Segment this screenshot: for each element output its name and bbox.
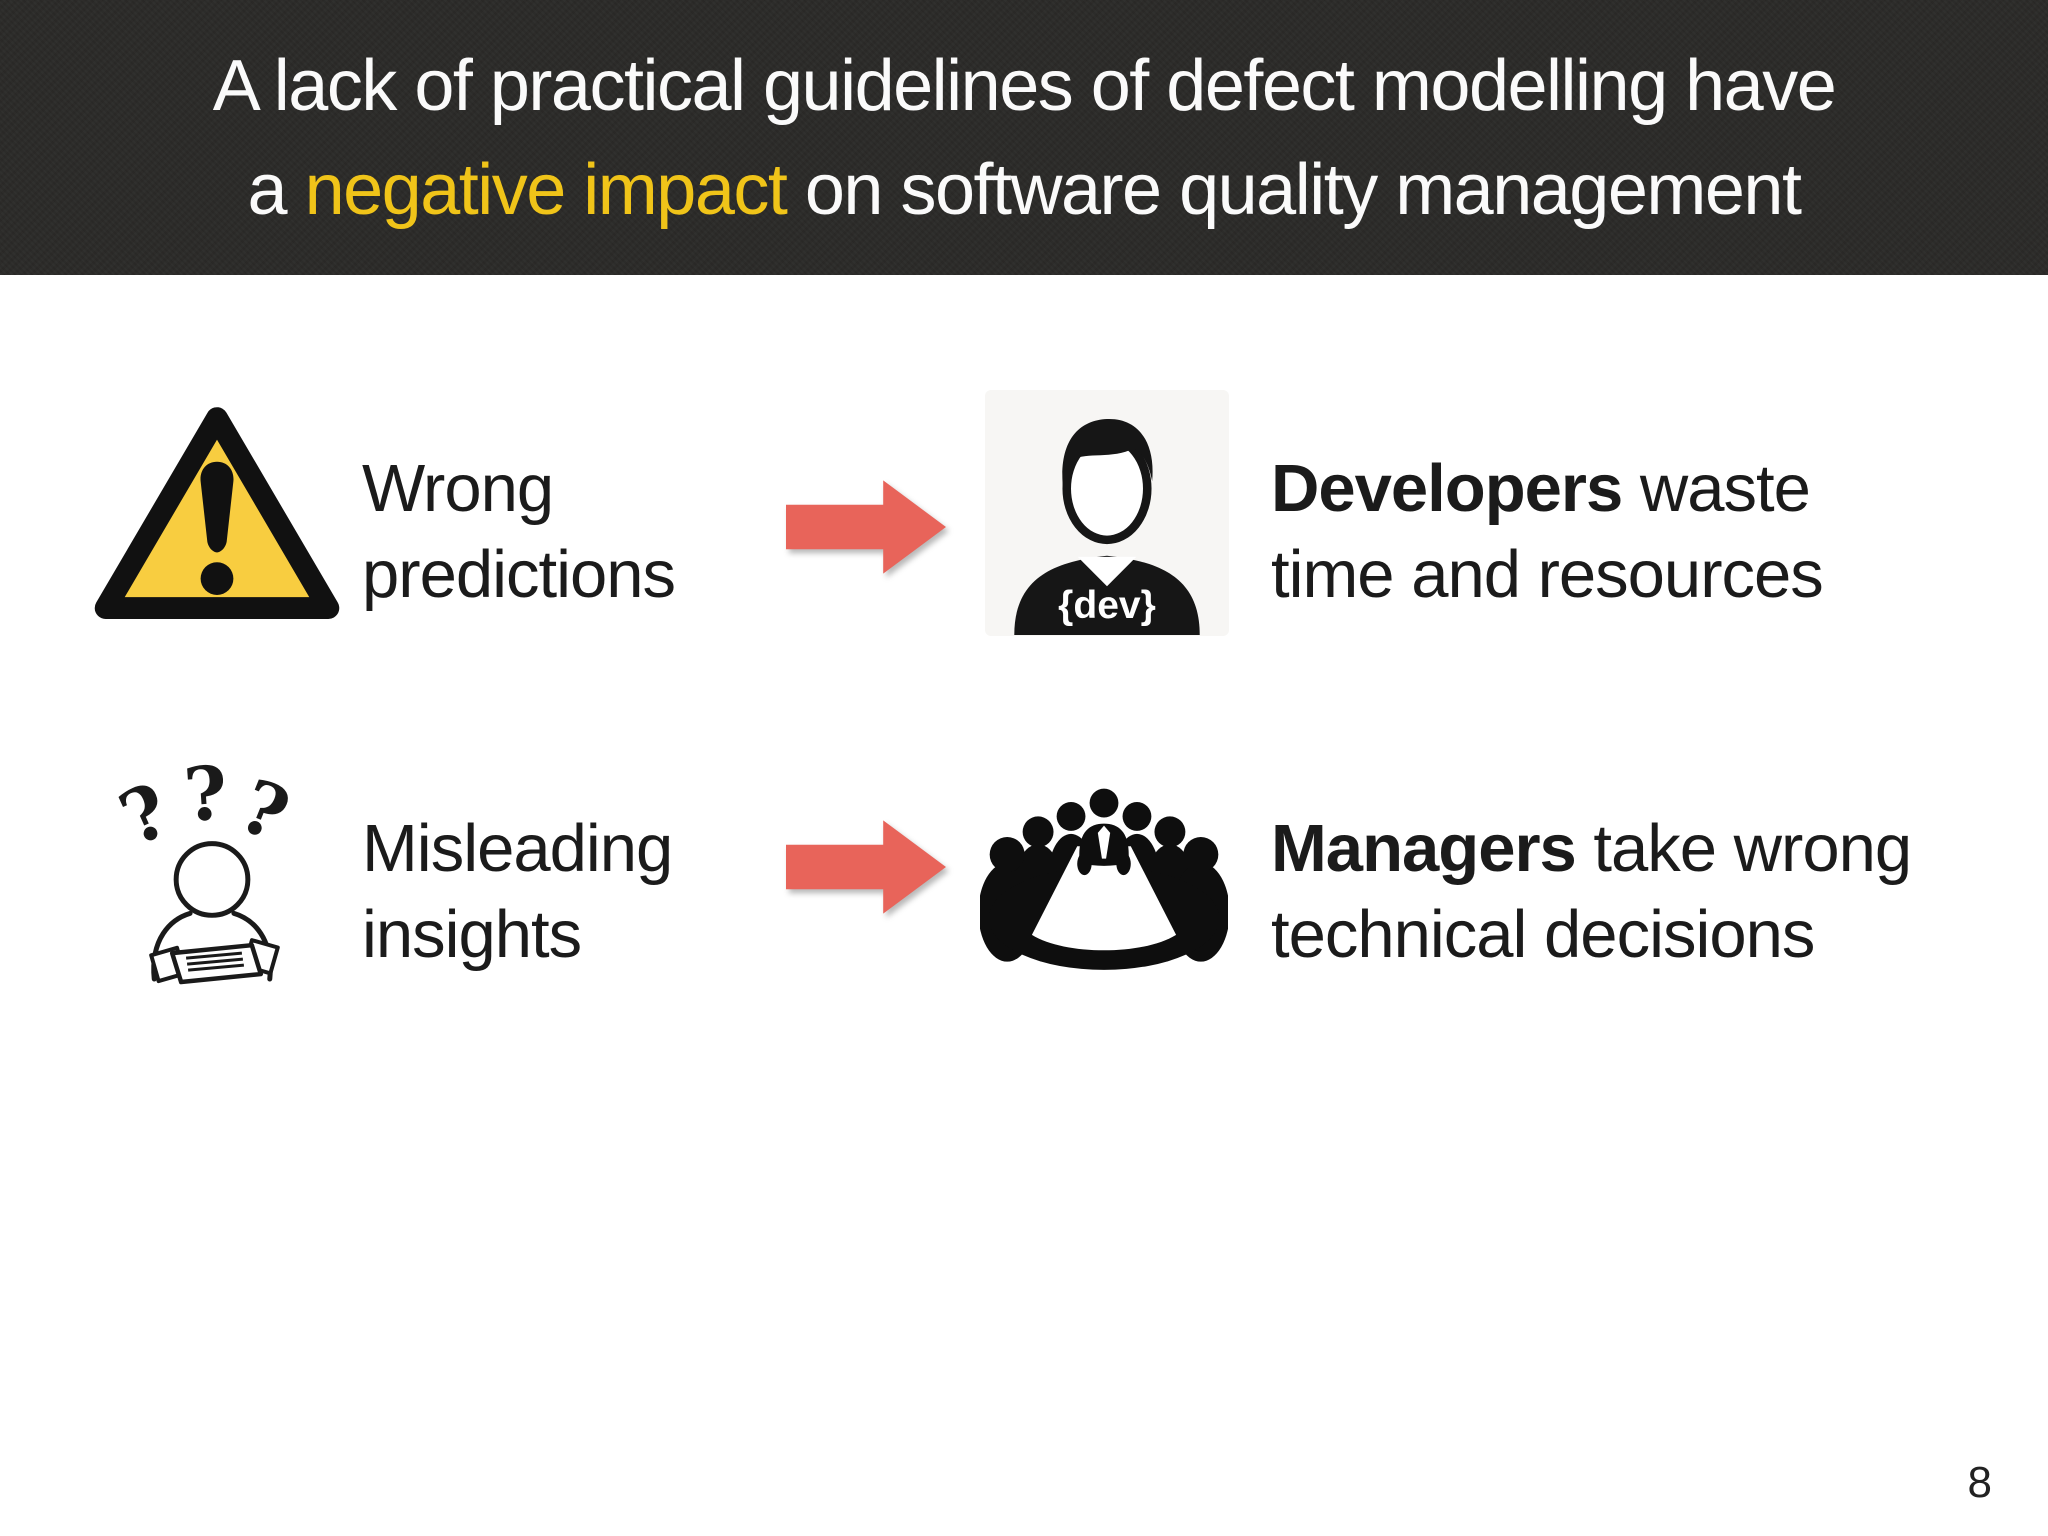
title-line-1: A lack of practical guidelines of defect… — [212, 46, 1837, 126]
effect-line-1-rest: take wrong — [1575, 811, 1912, 886]
cause-line-2: predictions — [362, 537, 676, 612]
developer-icon: {dev} — [985, 390, 1229, 636]
effect-line-1: Developers waste — [1271, 446, 1823, 532]
question-mark-icon: ? — [228, 763, 300, 859]
cause-line-1: Wrong — [362, 451, 554, 526]
arrow-right-icon — [786, 480, 946, 574]
cause-text-misleading-insights: Misleading insights — [362, 806, 673, 978]
effect-line-2: time and resources — [1271, 537, 1824, 612]
page-number: 8 — [1967, 1458, 1992, 1507]
effect-line-1: Managers take wrong — [1271, 806, 1912, 892]
warning-triangle-icon — [94, 407, 340, 619]
cause-line-1: Misleading — [362, 811, 673, 886]
cause-text-wrong-predictions: Wrong predictions — [362, 446, 676, 618]
effect-text-managers: Managers take wrong technical decisions — [1271, 806, 1912, 978]
arrow-right-icon — [786, 820, 946, 914]
cause-line-2: insights — [362, 897, 582, 972]
effect-bold: Managers — [1271, 811, 1577, 886]
title-line-2-pre: a — [247, 150, 305, 230]
title-line-2: a negative impact on software quality ma… — [0, 138, 2048, 242]
managers-meeting-icon — [980, 788, 1228, 970]
title-highlight: negative impact — [304, 150, 788, 230]
developer-icon-graphic: {dev} — [1014, 419, 1200, 635]
effect-text-developers: Developers waste time and resources — [1271, 446, 1824, 618]
effect-line-1-rest: waste — [1622, 451, 1811, 526]
confused-person-icon: ? ? ? — [108, 750, 300, 985]
question-mark-icon: ? — [108, 767, 182, 863]
question-mark-icon: ? — [181, 750, 230, 839]
title-line-2-post: on software quality management — [786, 150, 1802, 230]
dev-shirt-label: {dev} — [1058, 584, 1156, 627]
title-band: A lack of practical guidelines of defect… — [0, 0, 2048, 275]
effect-line-2: technical decisions — [1271, 897, 1815, 972]
effect-bold: Developers — [1271, 451, 1623, 526]
